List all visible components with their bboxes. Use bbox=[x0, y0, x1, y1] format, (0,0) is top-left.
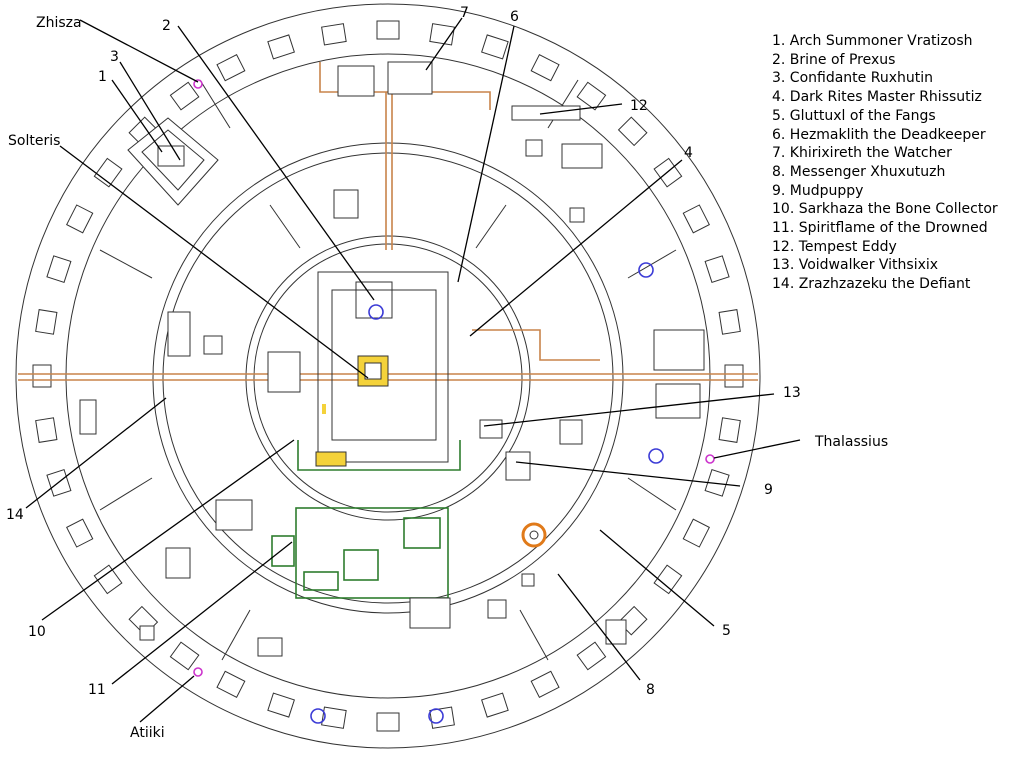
label-solteris: Solteris bbox=[8, 133, 60, 149]
ring-building bbox=[216, 54, 246, 82]
ring-building bbox=[481, 692, 509, 718]
legend-item: 12. Tempest Eddy bbox=[772, 238, 897, 255]
label-zhisza: Zhisza bbox=[36, 15, 82, 31]
ring-building bbox=[617, 116, 648, 147]
legend-item: 10. Sarkhaza the Bone Collector bbox=[772, 201, 998, 218]
label-thalassius: Thalassius bbox=[814, 434, 888, 450]
temple-complex bbox=[127, 117, 219, 206]
ring-building bbox=[530, 54, 560, 82]
ring-building bbox=[718, 417, 741, 443]
radial-walls bbox=[99, 79, 677, 661]
ring-building bbox=[429, 23, 455, 46]
label-n3: 3 bbox=[110, 49, 119, 65]
legend-item: 1. Arch Summoner Vratizosh bbox=[772, 33, 973, 49]
ring-building bbox=[267, 692, 295, 718]
legend-item: 6. Hezmaklith the Deadkeeper bbox=[772, 126, 986, 143]
ring-building bbox=[682, 518, 710, 548]
ring-building bbox=[32, 364, 52, 388]
legend-item: 13. Voidwalker Vithsixix bbox=[772, 257, 939, 274]
middle-wall bbox=[152, 142, 624, 614]
inner-wall-inner bbox=[253, 243, 523, 513]
legend-item: 4. Dark Rites Master Rhissutiz bbox=[772, 89, 982, 106]
ring-building bbox=[724, 364, 744, 388]
label-n4: 4 bbox=[684, 145, 693, 161]
label-atiiki: Atiiki bbox=[130, 725, 165, 741]
ring-building bbox=[704, 255, 730, 283]
ring-building bbox=[93, 157, 123, 188]
label-n7: 7 bbox=[460, 5, 469, 21]
middle-wall-inner bbox=[162, 152, 614, 604]
label-n6: 6 bbox=[510, 9, 519, 25]
label-n11: 11 bbox=[88, 682, 106, 698]
ring-building bbox=[576, 81, 607, 111]
ring-building bbox=[169, 641, 200, 671]
legend-item: 14. Zrazhzazeku the Defiant bbox=[772, 276, 971, 293]
label-n12: 12 bbox=[630, 98, 648, 114]
legend-item: 8. Messenger Xhuxutuzh bbox=[772, 163, 946, 180]
ring-building bbox=[682, 204, 710, 234]
legend-item: 9. Mudpuppy bbox=[772, 182, 864, 199]
ring-building bbox=[376, 20, 400, 40]
leader-lines bbox=[25, 17, 801, 723]
ring-building bbox=[66, 204, 94, 234]
ring-building bbox=[35, 417, 58, 443]
inner-wall bbox=[245, 235, 531, 521]
label-n2: 2 bbox=[162, 18, 171, 34]
label-n9: 9 bbox=[764, 482, 773, 498]
label-n10: 10 bbox=[28, 624, 46, 640]
ring-building bbox=[576, 641, 607, 671]
legend-item: 11. Spiritflame of the Drowned bbox=[772, 220, 988, 237]
legend-item: 2. Brine of Prexus bbox=[772, 51, 896, 68]
outer-ring-inner bbox=[65, 53, 711, 699]
ring-building bbox=[481, 34, 509, 60]
portals bbox=[193, 79, 715, 724]
legend-item: 5. Gluttuxl of the Fangs bbox=[772, 107, 936, 124]
ring-building bbox=[93, 564, 123, 595]
ring-building bbox=[216, 670, 246, 698]
ring-building bbox=[321, 706, 347, 729]
label-n14: 14 bbox=[6, 507, 24, 523]
ring-building bbox=[376, 712, 400, 732]
ring-building bbox=[653, 564, 683, 595]
ring-building bbox=[530, 670, 560, 698]
label-n8: 8 bbox=[646, 682, 655, 698]
outer-ring-buildings bbox=[32, 20, 744, 732]
legend-item: 7. Khirixireth the Watcher bbox=[772, 145, 952, 162]
ring-building bbox=[46, 255, 72, 283]
buildings bbox=[79, 61, 705, 657]
label-n13: 13 bbox=[783, 385, 801, 401]
ring-building bbox=[267, 34, 295, 60]
ring-building bbox=[35, 309, 58, 335]
label-n5: 5 bbox=[722, 623, 731, 639]
ring-building bbox=[169, 81, 200, 111]
ring-building bbox=[718, 309, 741, 335]
ring-building bbox=[66, 518, 94, 548]
label-n1: 1 bbox=[98, 69, 107, 85]
ring-building bbox=[321, 23, 347, 46]
garden-district bbox=[271, 440, 461, 599]
legend-item: 3. Confidante Ruxhutin bbox=[772, 70, 933, 87]
boss-legend: 1. Arch Summoner Vratizosh 2. Brine of P… bbox=[772, 32, 998, 294]
